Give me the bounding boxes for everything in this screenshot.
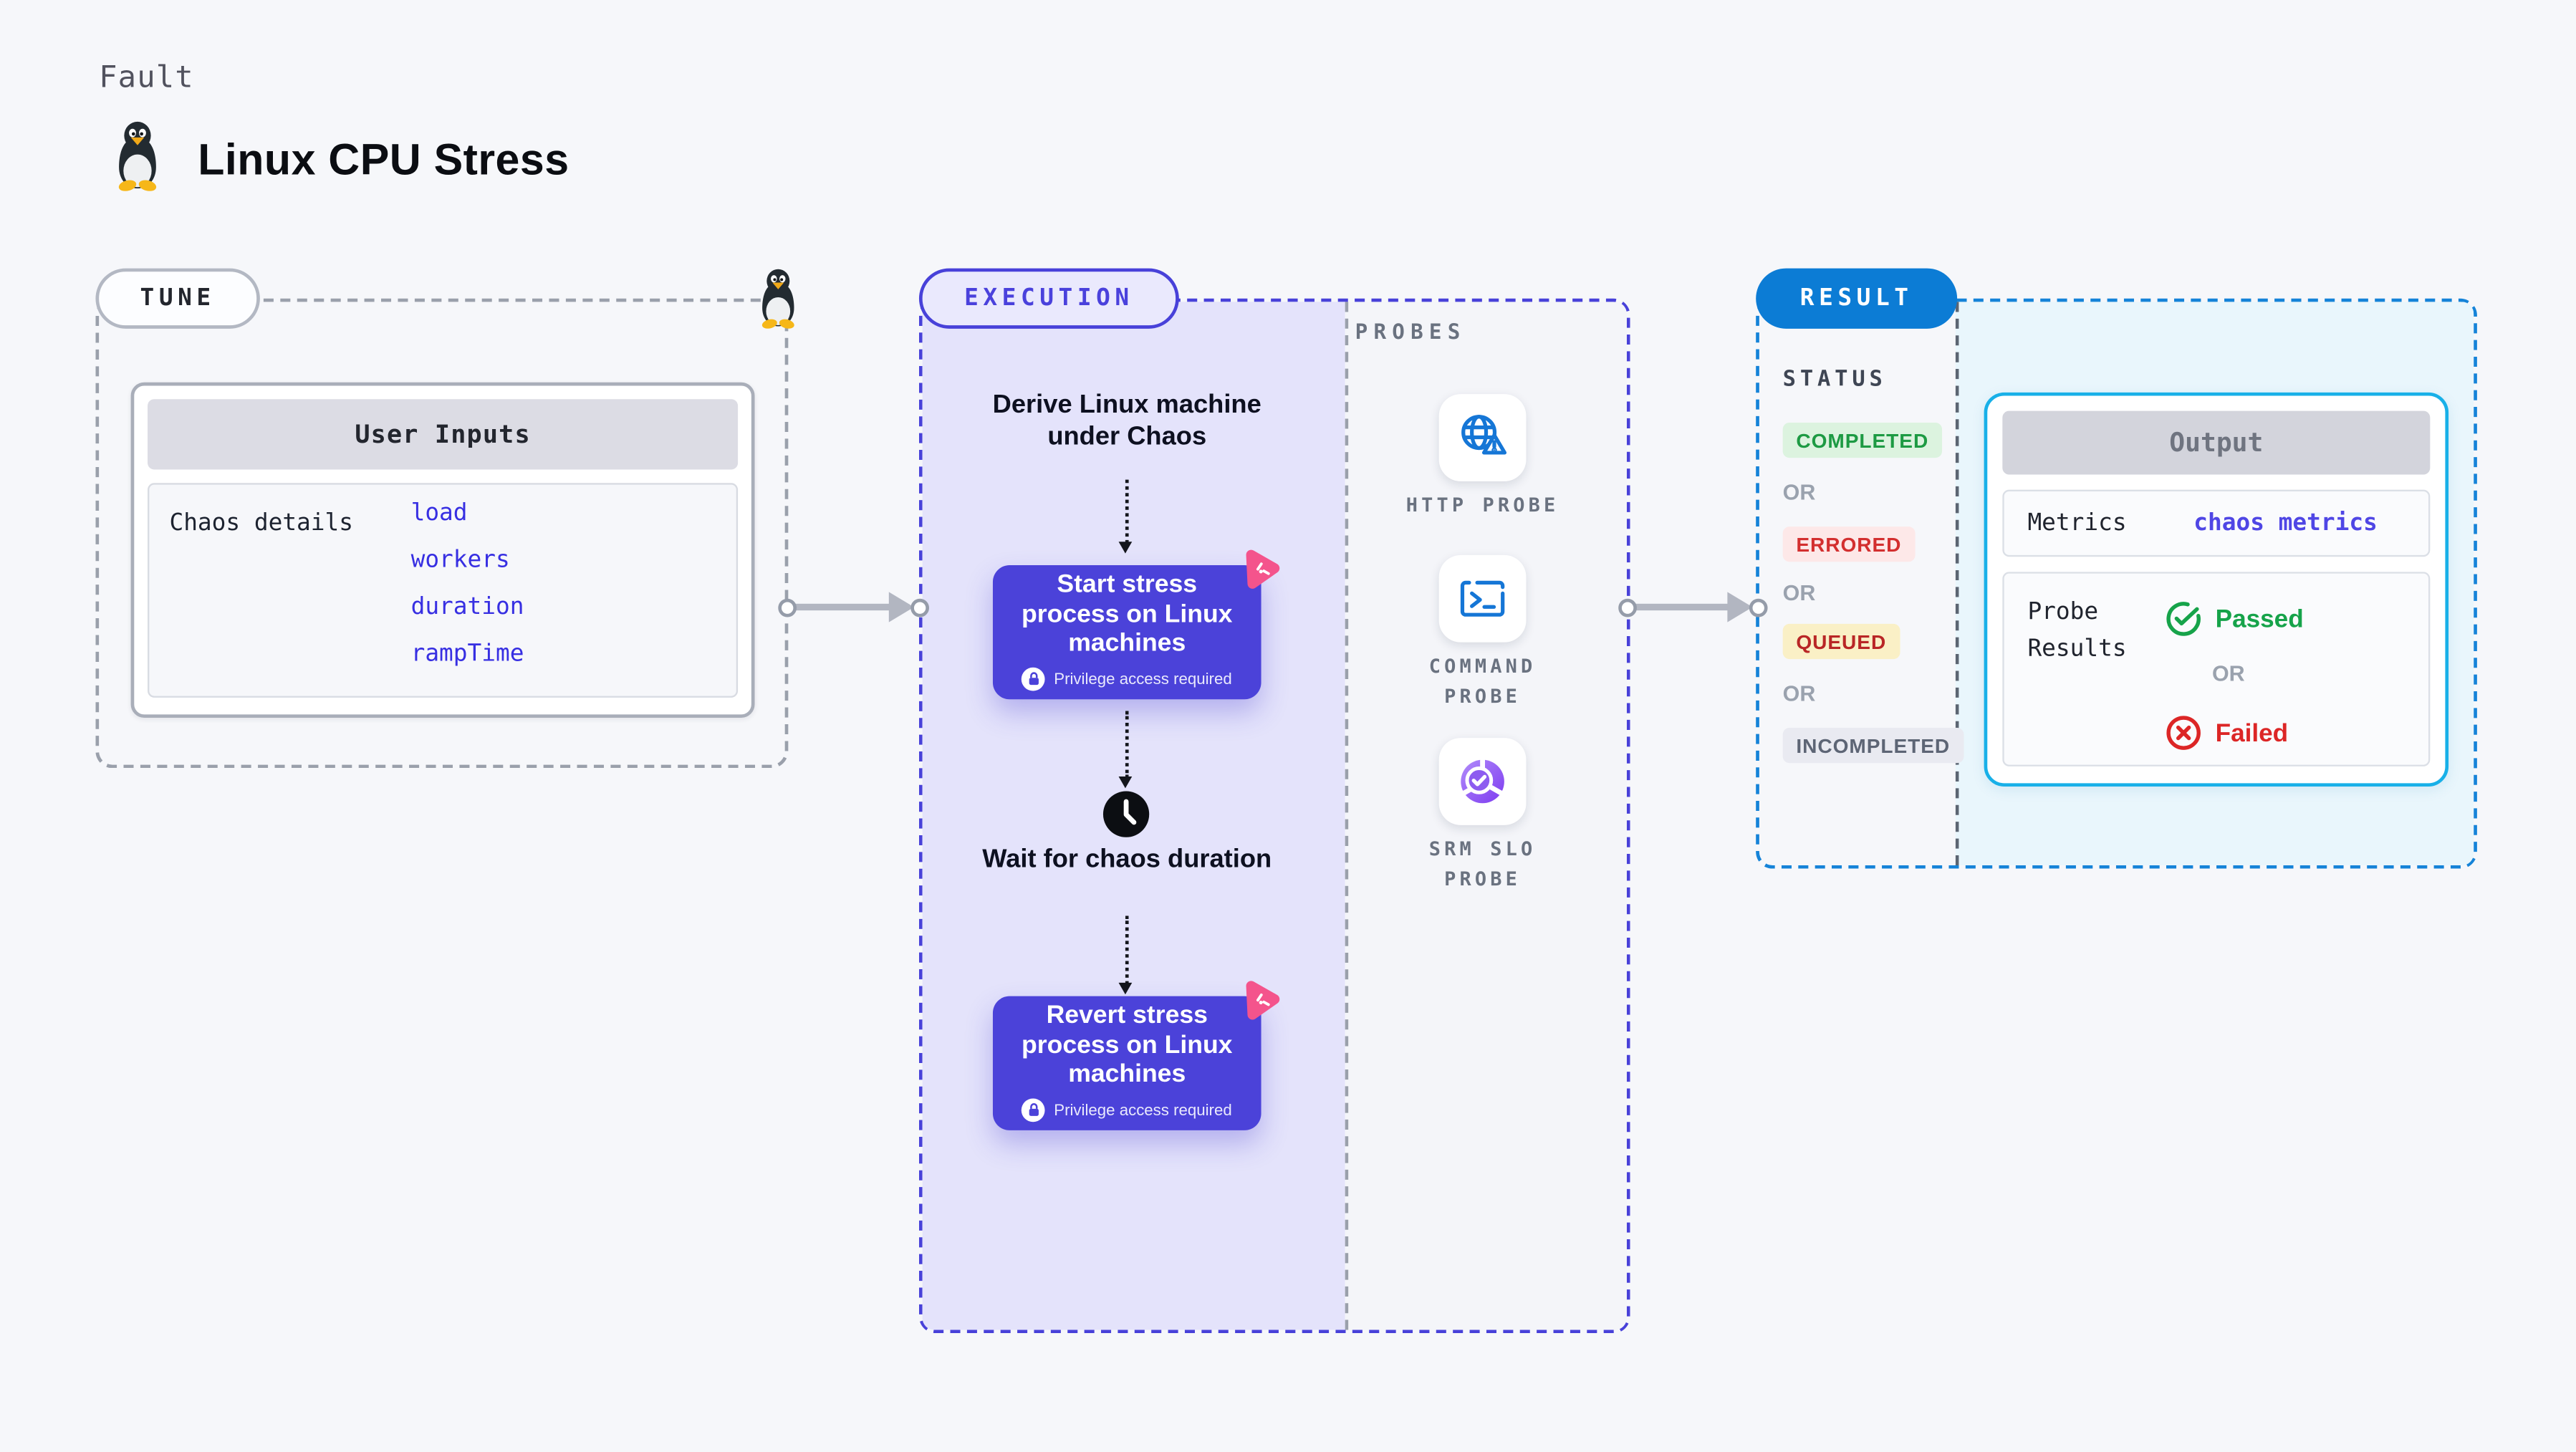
globe-alert-icon [1461,415,1507,455]
x-circle-icon [2166,716,2201,750]
revert-stress-title: Revert stress process on Linux machines [1022,1000,1233,1090]
flow-arrow-2 [1119,711,1133,789]
connector-end-node [910,597,929,617]
chaos-metrics-link[interactable]: chaos metrics [2193,509,2378,537]
input-link-load[interactable]: load [410,499,468,527]
tux-penguin-small-icon [761,269,794,329]
failed-result: Failed [2165,714,2288,751]
start-stress-step[interactable]: Start stress process on Linux machines P… [992,564,1261,700]
http-probe-label: HTTP PROBE [1405,493,1559,517]
lock-icon [1022,668,1046,692]
metrics-label: Metrics [2027,509,2127,537]
privilege-note: Privilege access required [1022,668,1232,692]
connector-execution-to-result [1618,589,1768,626]
or-label: OR [1782,479,1816,505]
connector-start-node [1618,597,1637,617]
status-badge-completed: COMPLETED [1782,422,1942,458]
input-link-ramptime[interactable]: rampTime [410,640,524,668]
connector-line [1633,603,1731,611]
connector-arrowhead [888,592,914,622]
fault-eyebrow: Fault [99,60,194,96]
tune-pill: TUNE [95,268,260,329]
tune-section-box [95,298,789,769]
srm-slo-probe-label: SRM SLO PROBE [1428,837,1537,890]
lock-icon [1022,1099,1046,1123]
tux-penguin-icon [118,121,157,191]
privilege-note-text: Privilege access required [1054,670,1232,689]
command-probe-card[interactable] [1438,554,1527,643]
command-probe-label: COMMAND PROBE [1428,654,1537,708]
user-inputs-body: Chaos details load workers duration ramp… [148,483,739,698]
user-inputs-header: User Inputs [148,399,739,470]
result-pill: RESULT [1756,268,1958,329]
http-probe-card[interactable] [1438,394,1527,481]
connector-end-node [1749,597,1768,617]
status-badge-errored: ERRORED [1782,527,1916,562]
status-badge-incompleted: INCOMPLETED [1782,728,1964,764]
probe-results-row: Probe Results Passed OR Failed [2002,572,2431,766]
or-label: OR [1782,580,1816,606]
slo-donut-check-icon [1460,756,1505,804]
execution-pill: EXECUTION [918,268,1179,329]
derive-step-label: Derive Linux machine under Chaos [992,390,1261,452]
srm-slo-probe-card[interactable] [1438,738,1527,825]
flow-arrow-3 [1119,915,1133,995]
input-link-duration[interactable]: duration [410,593,524,621]
failed-label: Failed [2215,718,2289,747]
connector-line [793,603,893,611]
status-heading: STATUS [1782,367,1887,393]
page-title: Linux CPU Stress [198,134,569,185]
output-card: Output Metrics chaos metrics Probe Resul… [1984,392,2449,787]
probe-results-label: Probe Results [2027,598,2127,663]
user-inputs-card: User Inputs Chaos details load workers d… [130,382,755,718]
litmus-chaos-icon [1246,981,1280,1020]
metrics-row: Metrics chaos metrics [2002,489,2431,557]
connector-start-node [778,597,797,617]
passed-label: Passed [2215,604,2304,633]
passed-result: Passed [2165,600,2304,638]
wait-step-label: Wait for chaos duration [982,845,1272,874]
input-link-workers[interactable]: workers [410,547,510,574]
or-label: OR [2211,660,2245,686]
wait-clock-icon [1102,791,1150,837]
connector-arrowhead [1727,592,1753,622]
or-label: OR [1782,681,1816,706]
litmus-chaos-icon [1246,549,1280,589]
probes-heading: PROBES [1355,318,1466,344]
check-circle-icon [2166,602,2201,636]
start-stress-title: Start stress process on Linux machines [1022,569,1233,658]
flow-arrow-1 [1119,479,1133,554]
status-badge-queued: QUEUED [1782,623,1900,660]
connector-tune-to-execution [778,589,929,626]
terminal-icon [1460,580,1505,617]
revert-stress-step[interactable]: Revert stress process on Linux machines … [992,996,1261,1130]
privilege-note: Privilege access required [1022,1099,1232,1123]
chaos-details-label: Chaos details [169,509,353,537]
privilege-note-text: Privilege access required [1054,1101,1232,1120]
output-header: Output [2002,410,2431,475]
